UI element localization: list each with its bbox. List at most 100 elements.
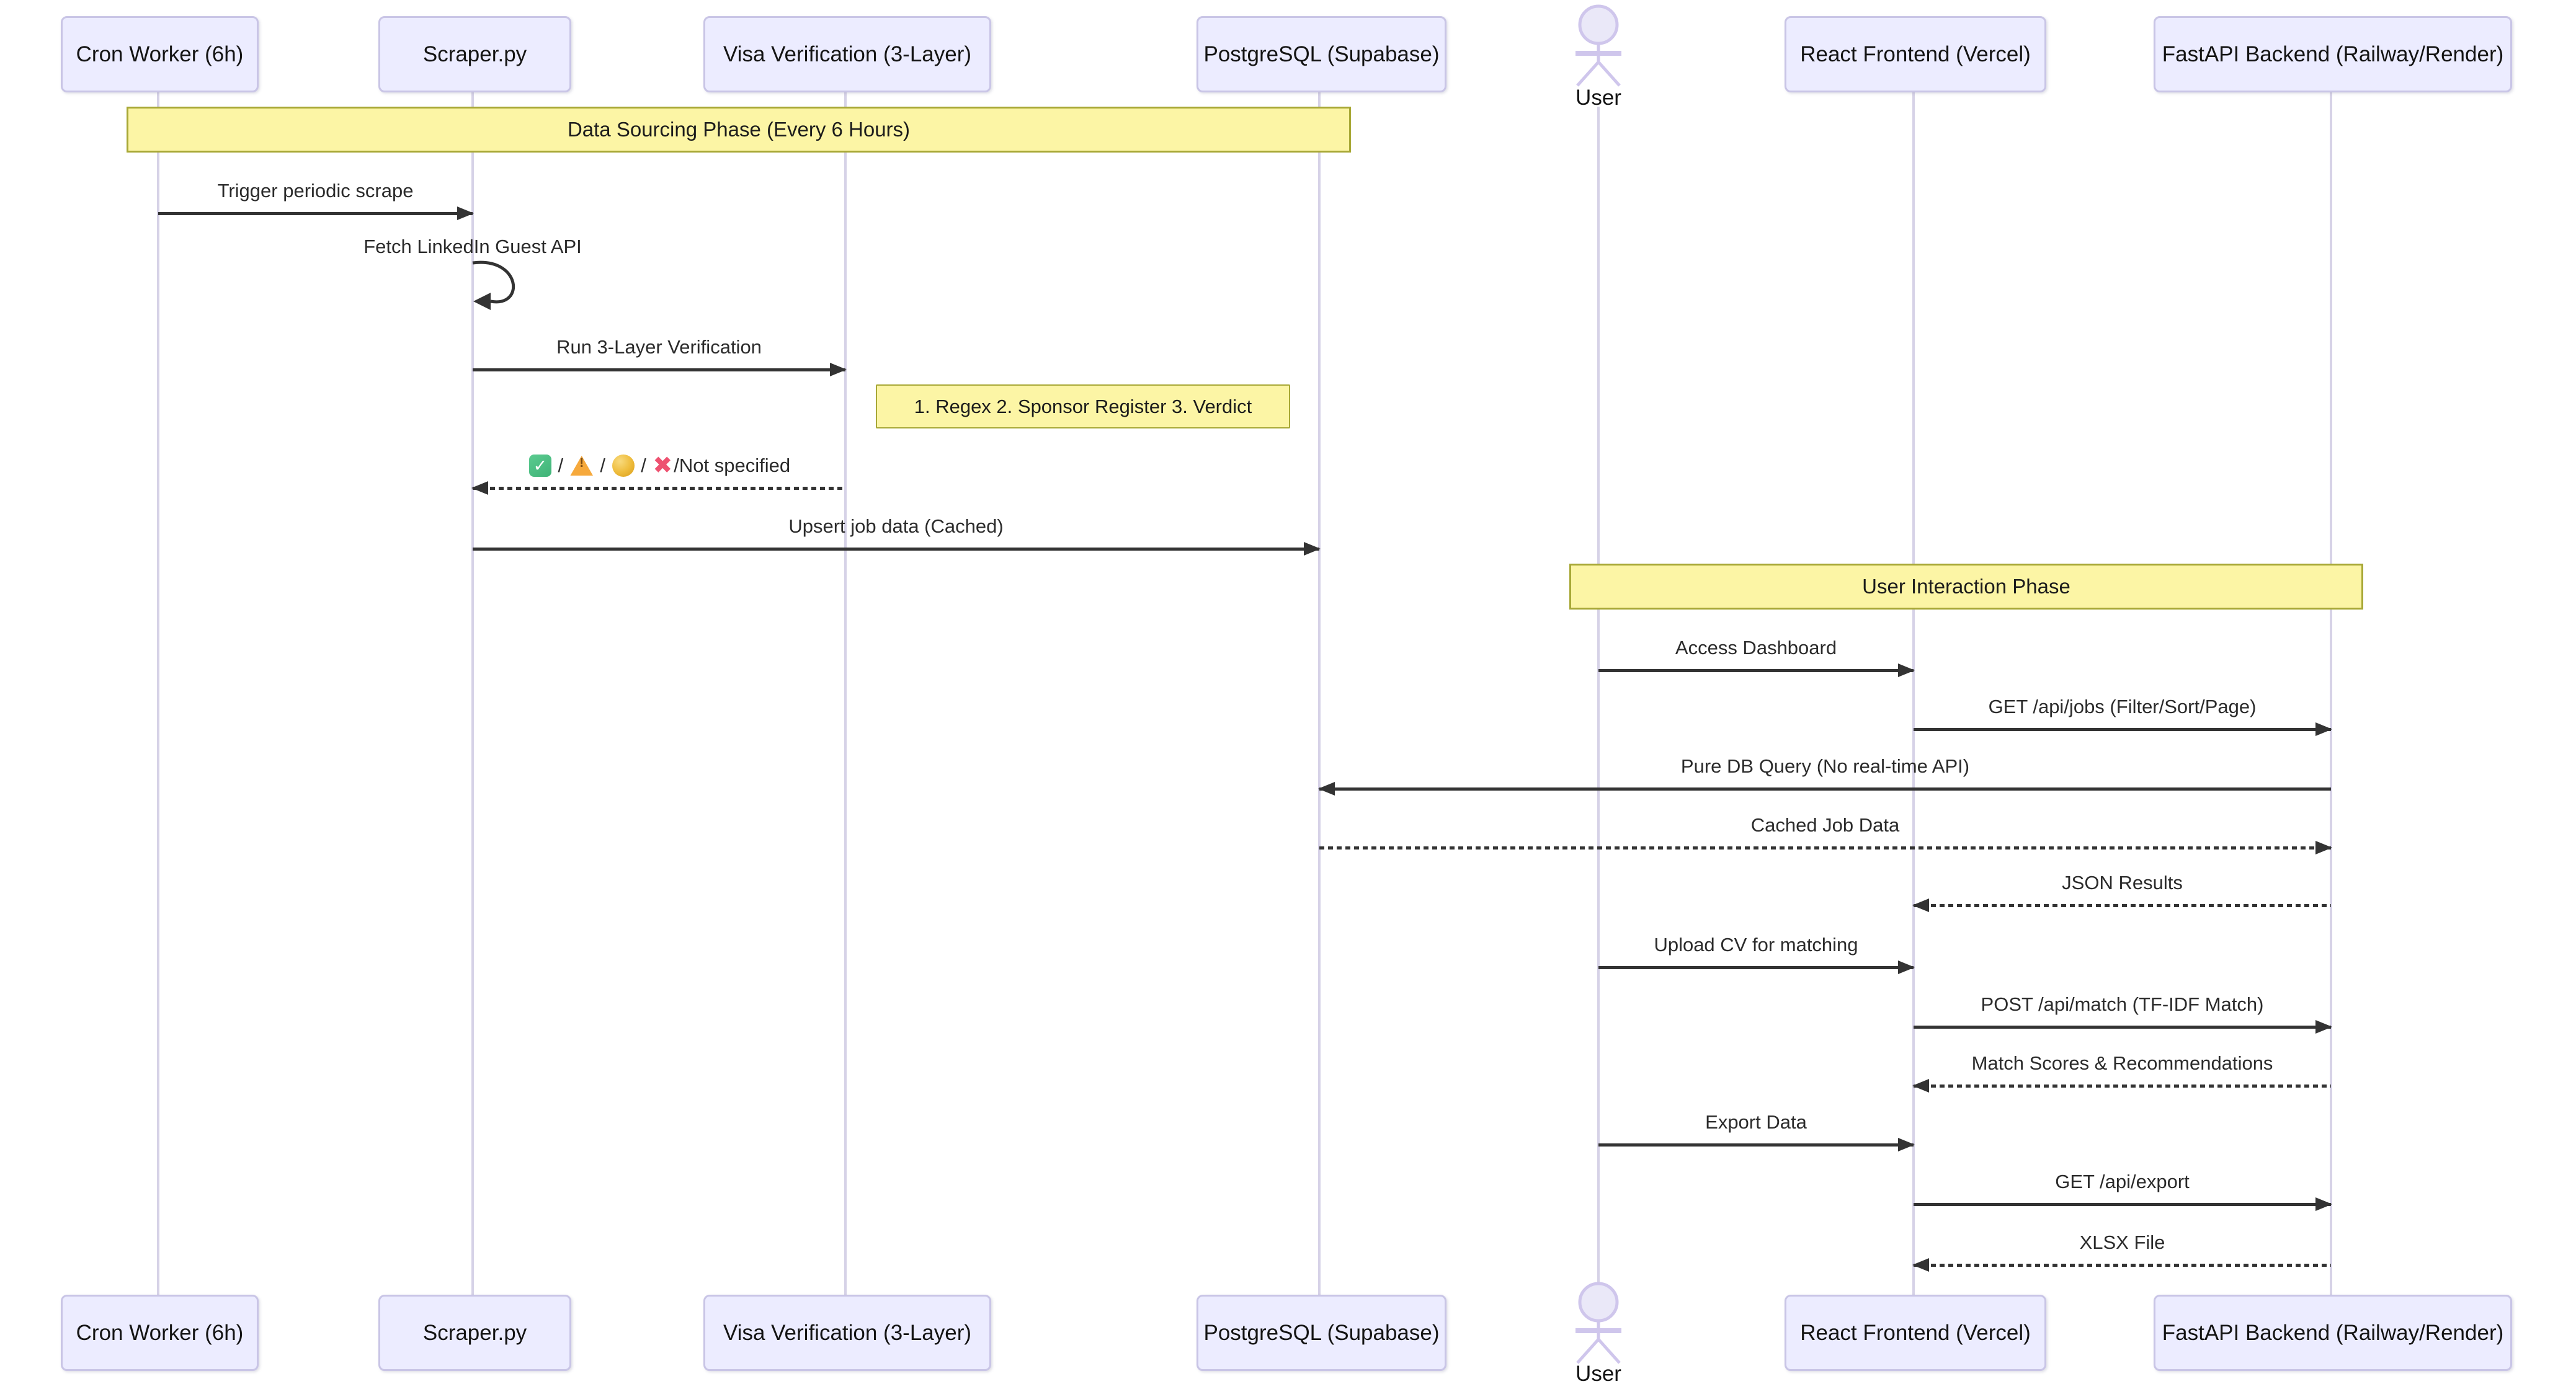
lifeline-postgresql: [1318, 89, 1321, 1295]
message-pure-db-query: Pure DB Query (No real-time API): [1318, 754, 2331, 796]
message-label: Cached Job Data: [1750, 814, 1900, 836]
message-line: [1319, 846, 2331, 849]
lifeline-fastapi-backend: [2330, 89, 2332, 1295]
arrow-right-icon: [1898, 663, 1915, 677]
participant-label: Scraper.py: [422, 42, 527, 66]
separator-text: /: [594, 455, 611, 476]
participant-scraper-bottom: Scraper.py: [378, 1295, 571, 1371]
arrow-right-icon: [2315, 1197, 2332, 1211]
participant-label: Visa Verification (3-Layer): [723, 42, 972, 66]
arrow-right-icon: [1898, 960, 1915, 974]
message-line: [1914, 728, 2331, 731]
message-label: Pure DB Query (No real-time API): [1680, 755, 1970, 777]
message-post-api-match: POST /api/match (TF-IDF Match): [1914, 992, 2332, 1034]
message-label: Match Scores & Recommendations: [1971, 1052, 2273, 1074]
arrow-right-icon: [457, 206, 474, 220]
arrow-left-icon: [1912, 1258, 1929, 1272]
message-xlsx-file: XLSX File: [1912, 1230, 2331, 1272]
message-label: XLSX File: [2079, 1231, 2165, 1253]
note-label: 1. Regex 2. Sponsor Register 3. Verdict: [914, 395, 1252, 417]
participant-label: Cron Worker (6h): [76, 42, 244, 66]
participant-label: Scraper.py: [422, 1320, 527, 1345]
participant-label: React Frontend (Vercel): [1800, 1320, 2031, 1345]
participant-scraper-top: Scraper.py: [378, 16, 571, 92]
message-label: Export Data: [1705, 1111, 1807, 1133]
message-json-results: JSON Results: [1912, 871, 2331, 912]
message-label: Upload CV for matching: [1654, 934, 1858, 956]
participant-visa-verification-bottom: Visa Verification (3-Layer): [703, 1295, 991, 1371]
arrow-left-icon: [471, 481, 488, 495]
message-match-scores: Match Scores & Recommendations: [1912, 1051, 2331, 1093]
message-label: Trigger periodic scrape: [217, 180, 414, 202]
participant-label: React Frontend (Vercel): [1800, 42, 2031, 66]
separator-text: /: [552, 455, 569, 476]
participant-label: FastAPI Backend (Railway/Render): [2162, 42, 2504, 66]
message-label: Run 3-Layer Verification: [556, 336, 762, 358]
message-run-3-layer-verification: Run 3-Layer Verification: [473, 335, 847, 376]
message-line: [1914, 1026, 2331, 1029]
message-fetch-linkedin-guest-api: Fetch LinkedIn Guest API: [363, 236, 582, 257]
message-label: Upsert job data (Cached): [788, 515, 1004, 537]
participant-label: Cron Worker (6h): [76, 1320, 244, 1345]
message-label: POST /api/match (TF-IDF Match): [1981, 993, 2264, 1015]
message-verification-result-label: ✓ / ! / / ✖ /Not specified: [473, 453, 845, 478]
message-trigger-periodic-scrape: Trigger periodic scrape: [158, 179, 474, 220]
message-line: [1598, 966, 1914, 969]
message-label: Access Dashboard: [1675, 637, 1837, 659]
arrow-right-icon: [2315, 722, 2332, 736]
message-line: [1319, 787, 2331, 791]
message-verification-result: ✓ / ! / / ✖ /Not specified: [471, 453, 845, 495]
message-line: [473, 548, 1319, 551]
phase-banner-user-interaction: User Interaction Phase: [1569, 564, 2363, 610]
participant-label: PostgreSQL (Supabase): [1203, 42, 1440, 66]
participant-postgresql-top: PostgreSQL (Supabase): [1197, 16, 1446, 92]
message-line: [1598, 669, 1914, 672]
arrow-right-icon: [830, 363, 847, 376]
arrow-left-icon: [1912, 1079, 1929, 1093]
message-access-dashboard: Access Dashboard: [1598, 636, 1915, 677]
participant-label: FastAPI Backend (Railway/Render): [2162, 1320, 2504, 1345]
message-cached-job-data: Cached Job Data: [1319, 813, 2332, 854]
check-mark-emoji-icon: ✓: [528, 455, 551, 477]
message-line: [473, 487, 845, 490]
user-actor-label-bottom: User: [1575, 1362, 1621, 1384]
participant-cron-worker-top: Cron Worker (6h): [61, 16, 259, 92]
message-line: [473, 368, 845, 371]
message-upsert-job-data: Upsert job data (Cached): [473, 514, 1321, 556]
yellow-circle-emoji-icon: [612, 455, 635, 477]
self-loop-arrow-icon: [472, 260, 515, 310]
participant-visa-verification-top: Visa Verification (3-Layer): [703, 16, 991, 92]
participant-fastapi-backend-bottom: FastAPI Backend (Railway/Render): [2154, 1295, 2512, 1371]
lifeline-react-frontend: [1912, 89, 1915, 1295]
message-label: GET /api/export: [2055, 1171, 2190, 1192]
separator-text: /: [635, 455, 652, 476]
phase-label: Data Sourcing Phase (Every 6 Hours): [567, 118, 911, 141]
message-line: [1914, 904, 2331, 907]
message-line: [1598, 1143, 1914, 1147]
message-line: [158, 212, 473, 215]
arrow-left-icon: [1318, 782, 1335, 796]
phase-label: User Interaction Phase: [1862, 575, 2070, 598]
message-line: [1914, 1264, 2331, 1267]
user-actor-icon-top: [1575, 4, 1621, 87]
message-line: [1914, 1085, 2331, 1088]
phase-banner-data-sourcing: Data Sourcing Phase (Every 6 Hours): [127, 107, 1351, 153]
message-label: GET /api/jobs (Filter/Sort/Page): [1988, 696, 2257, 717]
participant-cron-worker-bottom: Cron Worker (6h): [61, 1295, 259, 1371]
arrow-right-icon: [1304, 542, 1321, 556]
message-line: [1914, 1203, 2331, 1206]
verification-tail-text: /Not specified: [674, 455, 791, 476]
arrow-right-icon: [2315, 841, 2332, 854]
participant-react-frontend-top: React Frontend (Vercel): [1785, 16, 2046, 92]
note-verification-steps: 1. Regex 2. Sponsor Register 3. Verdict: [876, 384, 1290, 428]
participant-react-frontend-bottom: React Frontend (Vercel): [1785, 1295, 2046, 1371]
participant-label: PostgreSQL (Supabase): [1203, 1320, 1440, 1345]
message-get-api-export: GET /api/export: [1914, 1169, 2332, 1211]
lifeline-visa-verification: [844, 89, 847, 1295]
message-upload-cv: Upload CV for matching: [1598, 933, 1915, 974]
lifeline-cron-worker: [157, 89, 159, 1295]
participant-label: Visa Verification (3-Layer): [723, 1320, 972, 1345]
message-get-api-jobs: GET /api/jobs (Filter/Sort/Page): [1914, 694, 2332, 736]
lifeline-scraper: [471, 89, 474, 1295]
